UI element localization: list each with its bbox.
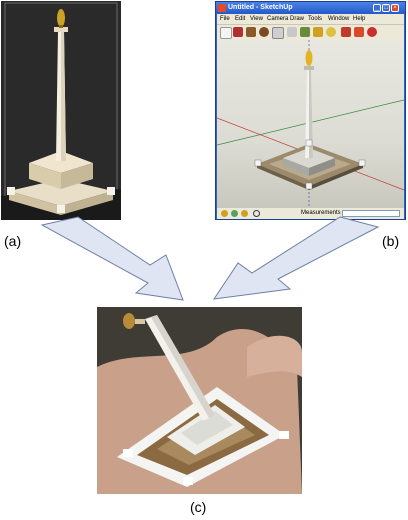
select-tool-icon[interactable] xyxy=(220,27,232,39)
paint-bucket-tool-icon[interactable] xyxy=(313,27,323,37)
sketchup-window: Untitled - SketchUp _ □ × File Edit View… xyxy=(215,1,406,220)
menu-camera[interactable]: Camera xyxy=(267,16,289,22)
paper-model-photo xyxy=(97,307,302,494)
menu-tools[interactable]: Tools xyxy=(308,16,323,22)
menu-view[interactable]: View xyxy=(250,16,263,22)
status-bar: Measurements xyxy=(217,208,404,219)
arrows-diagram xyxy=(40,216,380,301)
window-title: Untitled - SketchUp xyxy=(228,4,293,11)
push-pull-tool-icon[interactable] xyxy=(341,27,351,37)
pencil-tool-icon[interactable] xyxy=(233,27,243,37)
monument-model-photo xyxy=(1,1,121,220)
rotate-tool-icon[interactable] xyxy=(367,27,377,37)
minimize-button[interactable]: _ xyxy=(373,4,381,12)
maximize-button[interactable]: □ xyxy=(382,4,390,12)
caption-a: (a) xyxy=(4,233,22,249)
app-icon xyxy=(218,4,226,12)
menu-file[interactable]: File xyxy=(220,16,230,22)
menu-edit[interactable]: Edit xyxy=(235,16,246,22)
rectangle-tool-icon[interactable] xyxy=(246,27,256,37)
geo-location-icon[interactable] xyxy=(221,210,228,217)
eraser-tool-icon[interactable] xyxy=(287,27,297,37)
menu-window[interactable]: Window xyxy=(328,16,350,22)
toolbar xyxy=(217,24,404,40)
modeling-viewport[interactable] xyxy=(217,40,404,208)
menu-draw[interactable]: Draw xyxy=(290,16,305,22)
arrow-right xyxy=(212,216,380,300)
user-icon[interactable] xyxy=(241,210,248,217)
orbit-tool-icon[interactable] xyxy=(326,27,336,37)
circle-tool-icon[interactable] xyxy=(259,27,269,37)
menu-bar: File Edit View Camera Draw Tools Window … xyxy=(217,14,404,24)
tape-measure-tool-icon[interactable] xyxy=(300,27,310,37)
measurements-label: Measurements xyxy=(301,210,341,216)
help-icon[interactable] xyxy=(253,210,260,217)
close-button[interactable]: × xyxy=(391,4,399,12)
credits-icon[interactable] xyxy=(231,210,238,217)
measurements-field[interactable] xyxy=(342,210,400,217)
title-bar: Untitled - SketchUp _ □ × xyxy=(216,2,405,14)
arc-tool-icon[interactable] xyxy=(272,27,284,39)
caption-c: (c) xyxy=(190,499,207,515)
menu-help[interactable]: Help xyxy=(353,16,366,22)
caption-b: (b) xyxy=(382,233,400,249)
move-tool-icon[interactable] xyxy=(354,27,364,37)
arrow-left xyxy=(40,216,184,301)
